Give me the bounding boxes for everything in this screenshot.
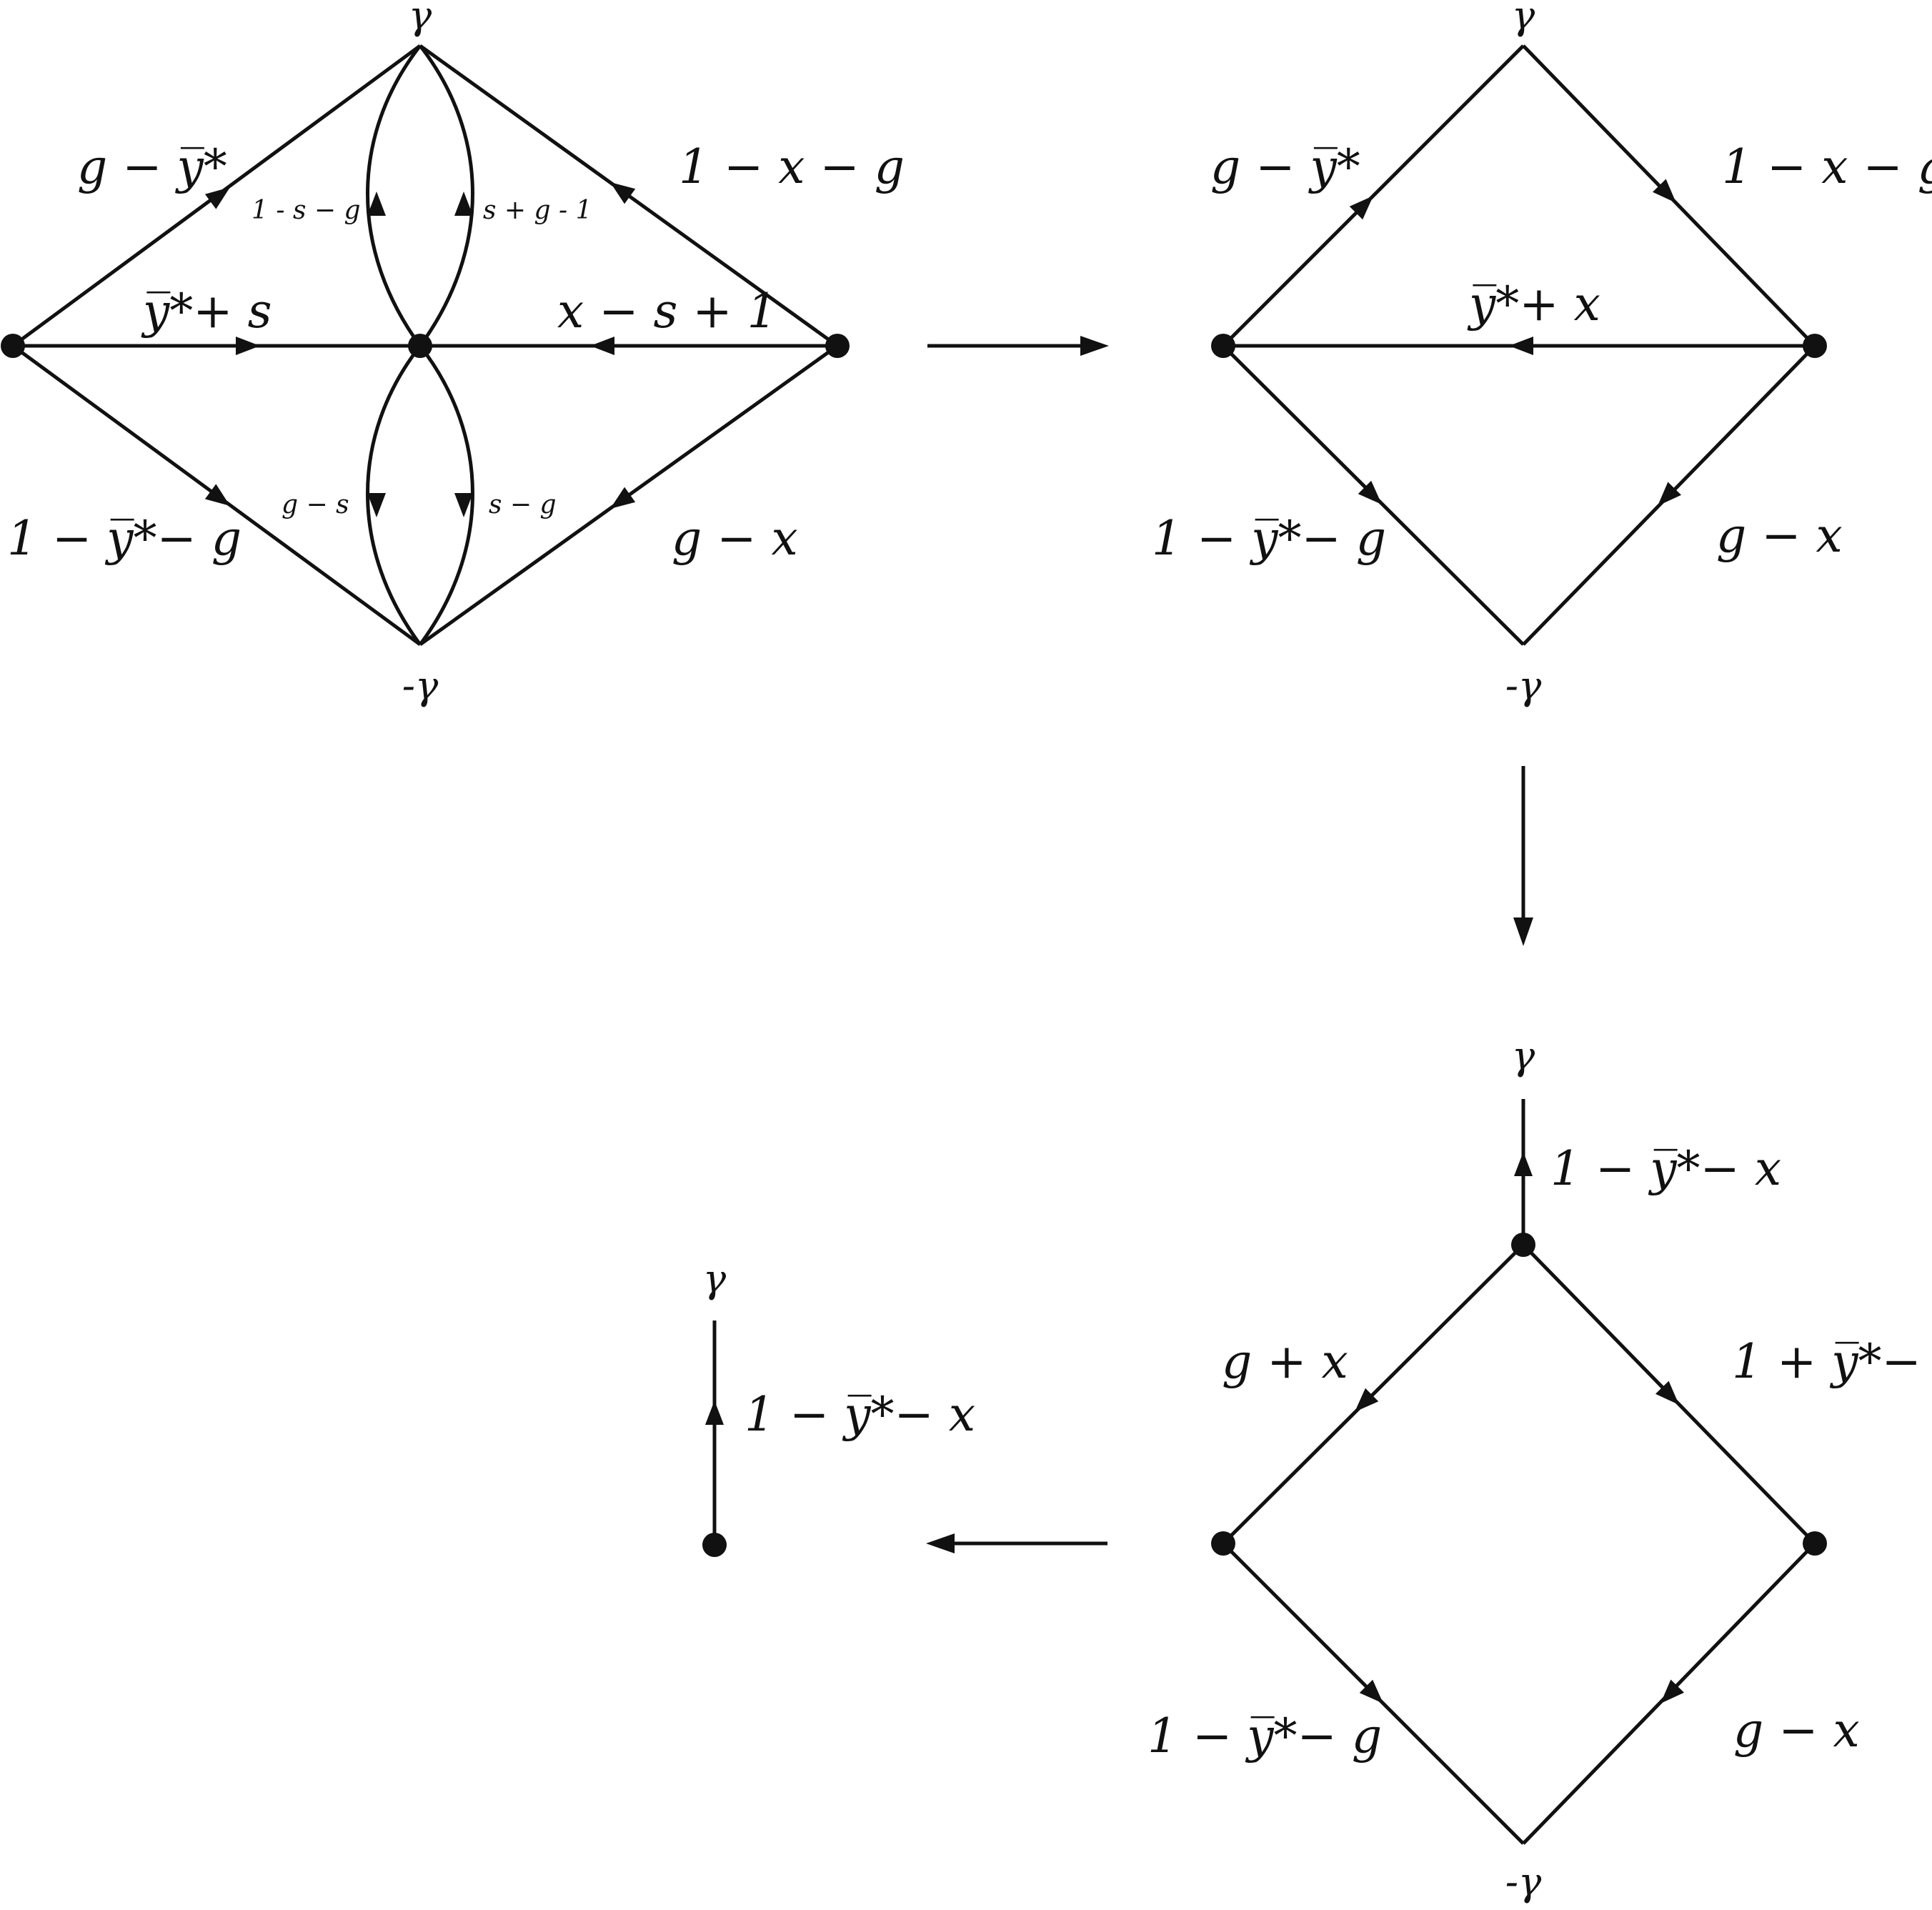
edge-label-upper-right: 1 + y̅*− g: [1732, 1334, 1932, 1389]
edge-label-upper-right: 1 − x − g: [679, 139, 905, 194]
arrow-upper-left: [204, 187, 230, 209]
edge-label-upper-left: g + x: [1222, 1334, 1348, 1389]
edge-label-stem: 1 − y̅*− x: [1550, 1141, 1781, 1196]
panel-top-right: γ -γ g − y̅* 1 − x − g 1 − y̅*− g g − x …: [1152, 0, 1932, 708]
node-left: [1, 334, 25, 358]
vertex-label-top: γ: [1512, 1033, 1535, 1078]
panel-top-left: γ -γ g − y̅* 1 − x − g 1 − y̅*− g g − x …: [1, 0, 905, 708]
vertex-label-top: γ: [703, 1256, 727, 1301]
arrow-upper-left: [1355, 1388, 1379, 1412]
edge-label-middle: y̅*+ x: [1467, 277, 1600, 332]
vertex-label-top: γ: [409, 0, 432, 38]
arrow-loop-upper-left: [367, 192, 386, 216]
edge-label-stem: 1 − y̅*− x: [745, 1387, 975, 1442]
node-top: [1511, 1233, 1535, 1257]
loop-upper-right: [418, 44, 474, 347]
edge-label-lower-left: 1 − y̅*− g: [1152, 511, 1386, 566]
arrow-upper-right: [1652, 179, 1676, 203]
node-bottom: [702, 1533, 727, 1557]
edge-label-loop-upper-right: s + g - 1: [483, 196, 592, 225]
loop-upper-left: [366, 44, 422, 347]
node-right: [1803, 1531, 1827, 1556]
transition-arrow-down: [1513, 766, 1533, 946]
edge-label-lower-right: g − x: [1716, 508, 1843, 563]
vertex-label-bottom: -γ: [1505, 663, 1542, 708]
edge-label-lower-right: g − x: [672, 511, 798, 566]
arrow-lower-left: [204, 484, 230, 506]
node-center: [408, 334, 432, 358]
edge-upper-left: [1222, 1243, 1525, 1545]
arrow-upper-right: [1655, 1381, 1679, 1405]
vertex-label-top: γ: [1512, 0, 1535, 38]
edge-label-lower-left: 1 − y̅*− g: [7, 511, 242, 566]
node-right: [825, 334, 850, 358]
vertex-label-bottom: -γ: [1505, 1859, 1542, 1904]
panel-bottom-left: γ 1 − y̅*− x: [702, 1256, 975, 1557]
arrow-middle: [1509, 337, 1533, 355]
arrow-upper-left: [1349, 196, 1373, 220]
edge-label-lower-left: 1 − y̅*− g: [1147, 1708, 1382, 1764]
arrow-middle-right: [590, 337, 614, 355]
panel-bottom-right: γ -γ 1 − y̅*− x g + x 1 + y̅*− g 1 − y̅*…: [1147, 1033, 1932, 1904]
edge-label-middle-left: y̅*+ s: [141, 284, 272, 339]
arrow-upper-right: [610, 182, 636, 204]
arrow-loop-lower-right: [454, 493, 473, 517]
arrow-lower-right: [1660, 1679, 1685, 1703]
node-right: [1803, 334, 1827, 358]
arrow-loop-upper-right: [454, 192, 473, 216]
transition-arrow-left: [926, 1533, 1107, 1553]
arrow-middle-left: [236, 337, 260, 355]
arrow-stem: [1514, 1152, 1533, 1176]
edge-label-upper-right: 1 − x − g: [1722, 139, 1932, 194]
arrow-stem: [705, 1401, 724, 1425]
vertex-label-bottom: -γ: [402, 663, 439, 708]
arrow-lower-right: [1658, 482, 1682, 506]
node-left: [1211, 334, 1235, 358]
edge-label-lower-right: g − x: [1733, 1703, 1860, 1758]
arrow-lower-left: [1359, 1679, 1383, 1703]
edge-label-loop-lower-left: g − s: [282, 490, 349, 519]
edge-label-middle-right: x − s + 1: [557, 284, 777, 339]
edge-label-upper-left: g − y̅*: [77, 139, 227, 194]
node-left: [1211, 1531, 1235, 1556]
arrow-lower-right: [610, 487, 636, 509]
transition-arrow-right: [927, 336, 1109, 356]
edge-label-upper-left: g − y̅*: [1210, 139, 1360, 194]
arrow-lower-left: [1358, 480, 1382, 504]
edge-label-loop-lower-right: s − g: [489, 490, 557, 519]
arrow-loop-lower-left: [367, 493, 386, 517]
edge-label-loop-upper-left: 1 - s − g: [252, 196, 361, 225]
